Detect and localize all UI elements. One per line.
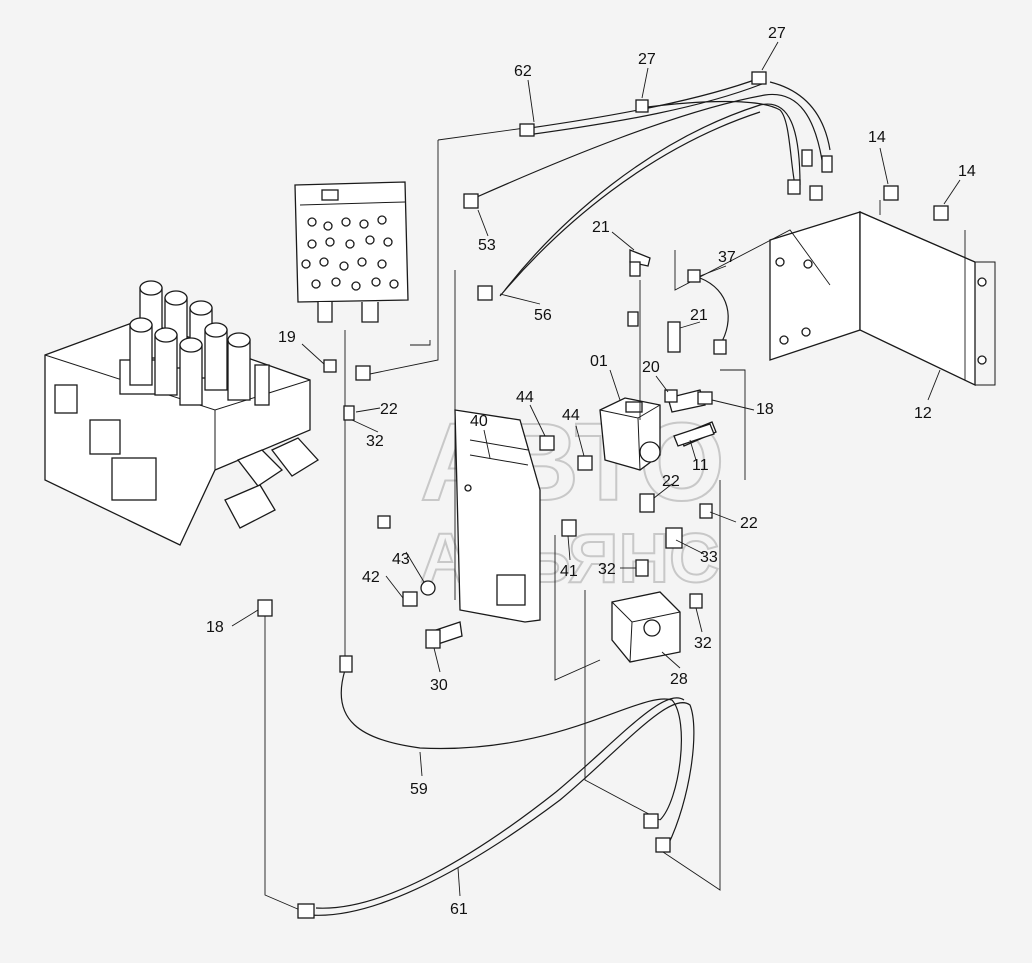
callout-33: 33 (700, 549, 718, 566)
clamp-27a (635, 99, 649, 113)
callout-22: 22 (662, 473, 680, 490)
fitting-56 (477, 285, 493, 301)
fitting-21b (667, 321, 681, 353)
fitting-18a (697, 391, 713, 405)
hose-61 (309, 702, 695, 916)
callout-12: 12 (914, 405, 932, 422)
fitting-32b (635, 559, 649, 577)
callout-53: 53 (478, 237, 496, 254)
callout-20: 20 (642, 359, 660, 376)
bolt-14b (933, 205, 949, 221)
elbow-22b (639, 493, 655, 513)
callout-44: 44 (562, 407, 580, 424)
hose-56 (504, 103, 801, 291)
callout-30: 30 (430, 677, 448, 694)
hose-53 (469, 93, 823, 201)
callout-01: 01 (590, 353, 608, 370)
fitting-32a (343, 405, 355, 421)
callout-43: 43 (392, 551, 410, 568)
callout-61: 61 (450, 901, 468, 918)
bolt-44a (539, 435, 555, 451)
callout-32: 32 (694, 635, 712, 652)
bolt-14a (883, 185, 899, 201)
hose-37 (699, 277, 729, 346)
nut-42 (402, 591, 418, 607)
bolt-44b (577, 455, 593, 471)
clamp-27b (751, 71, 767, 85)
callout-37: 37 (718, 249, 736, 266)
control-valve-block (44, 280, 320, 546)
callout-11: 11 (692, 457, 709, 474)
nut-22 (377, 515, 391, 529)
callout-27: 27 (768, 25, 786, 42)
hose-59 (340, 669, 682, 821)
fitting-53 (463, 193, 479, 209)
callout-62: 62 (514, 63, 532, 80)
callout-41: 41 (560, 563, 578, 580)
washer-43 (420, 580, 436, 596)
mounting-bracket (769, 211, 996, 387)
elbow-18b (257, 599, 273, 617)
bolt-11 (673, 423, 715, 447)
callout-21: 21 (690, 307, 708, 324)
callout-44: 44 (516, 389, 534, 406)
junction-box-ports (301, 215, 399, 291)
routing-lines (264, 127, 966, 911)
callout-18: 18 (756, 401, 774, 418)
callout-32: 32 (366, 433, 384, 450)
fitting-32c (689, 593, 703, 609)
callout-27: 27 (638, 51, 656, 68)
elbow-33 (665, 527, 683, 549)
callout-59: 59 (410, 781, 428, 798)
callout-56: 56 (534, 307, 552, 324)
callout-14: 14 (868, 129, 886, 146)
junction-box (294, 181, 409, 323)
fitting-20 (664, 389, 678, 403)
callout-40: 40 (470, 413, 488, 430)
callout-14: 14 (958, 163, 976, 180)
bolt-41 (561, 519, 577, 537)
callout-21: 21 (592, 219, 610, 236)
callout-19: 19 (278, 329, 296, 346)
valve-block-28 (611, 591, 681, 663)
fitting-19 (323, 359, 337, 373)
spool-stack (129, 280, 251, 406)
mounting-plate (454, 409, 541, 623)
fittings (257, 71, 949, 919)
elbow-22a (355, 365, 371, 381)
callout-22: 22 (740, 515, 758, 532)
callout-leaders (231, 41, 961, 897)
callout-28: 28 (670, 671, 688, 688)
callout-22: 22 (380, 401, 398, 418)
fitting-22c (699, 503, 713, 519)
hoses (309, 77, 831, 916)
callout-42: 42 (362, 569, 380, 586)
callout-labels: 62 27 27 14 14 53 21 37 56 21 19 01 20 1… (206, 25, 976, 918)
fitting-62 (519, 123, 535, 137)
callout-18: 18 (206, 619, 224, 636)
callout-32: 32 (598, 561, 616, 578)
